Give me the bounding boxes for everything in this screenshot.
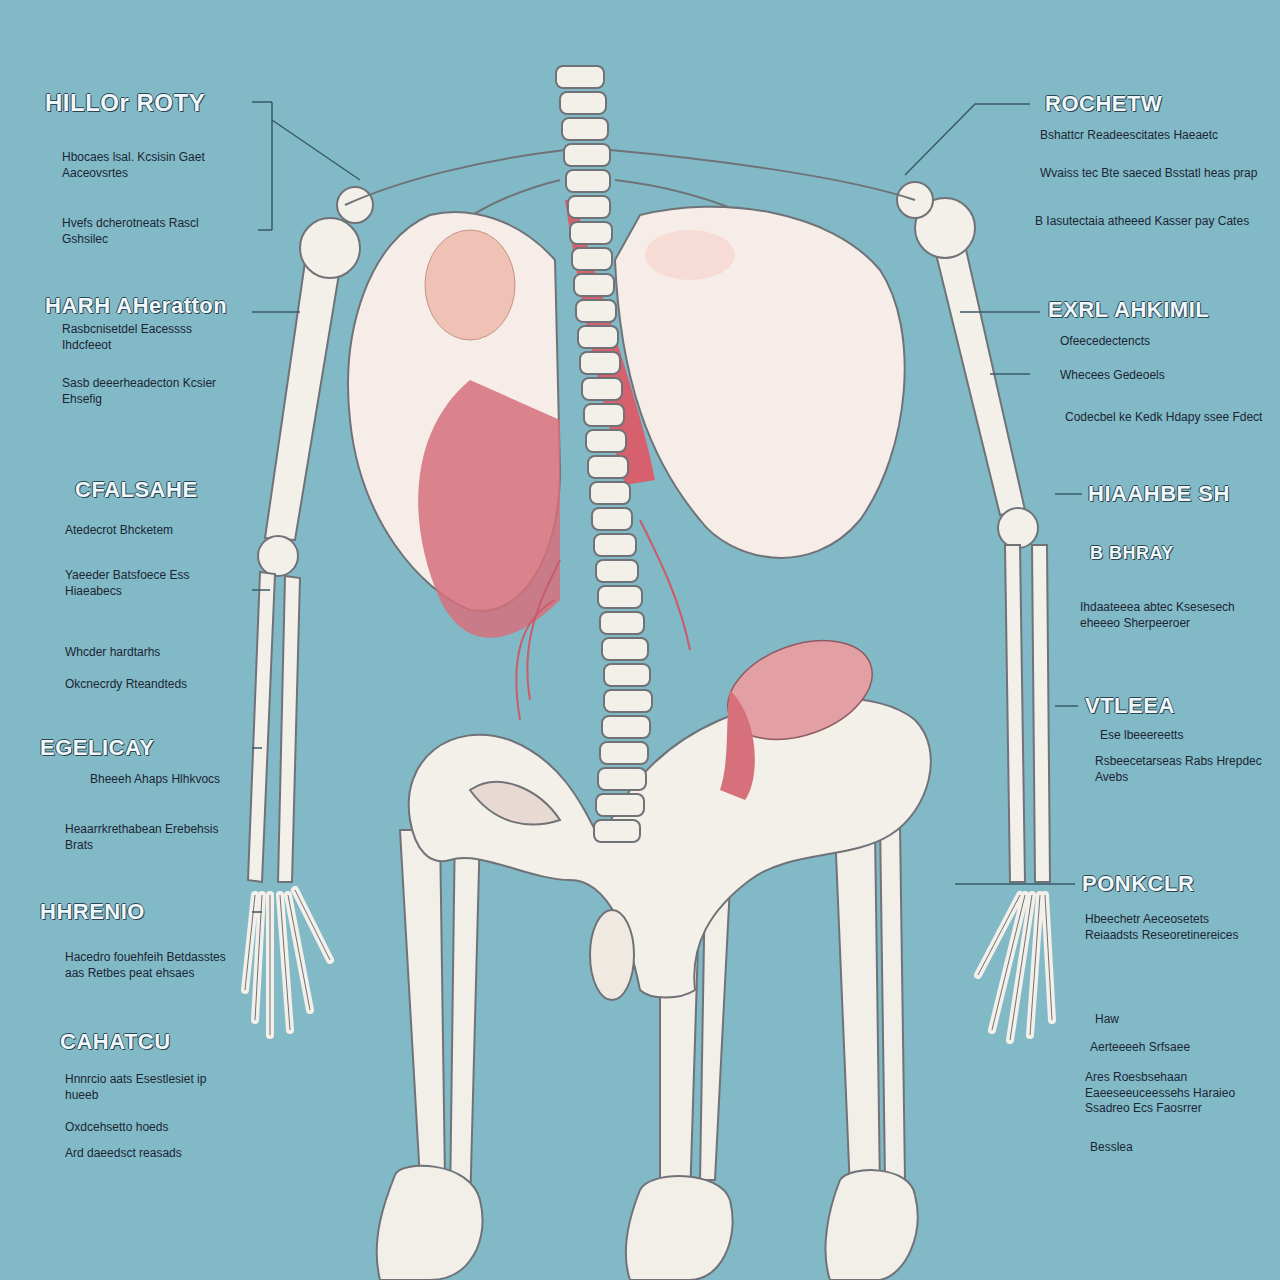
- section-heading: CAHATCU: [60, 1030, 171, 1054]
- annotation-text: Whecees Gedeoels: [1060, 368, 1165, 384]
- section-heading: PONKCLR: [1082, 872, 1194, 896]
- vessels: [516, 520, 690, 720]
- lung-tissue: [425, 230, 515, 340]
- section-heading: EXRL AHKIMIL: [1048, 298, 1209, 322]
- annotation-text: Hvefs dcherotneats Rascl Gshsilec: [62, 216, 227, 247]
- annotation-text: Rasbcnisetdel Eacessss Ihdcfeeot: [62, 322, 227, 353]
- annotation-text: Haw: [1095, 1012, 1119, 1028]
- spine: [556, 66, 652, 842]
- annotation-text: Sasb deeerheadecton Kcsier Ehsefig: [62, 376, 227, 407]
- organ: [418, 380, 560, 638]
- annotation-text: Hnnrcio aats Esestlesiet ip hueeb: [65, 1072, 230, 1103]
- annotation-text: Heaarrkrethabean Erebehsis Brats: [65, 822, 230, 853]
- annotation-text: Ofeecedectencts: [1060, 334, 1150, 350]
- annotation-text: Codecbel ke Kedk Hdapy ssee Fdect: [1065, 410, 1262, 426]
- annotation-text: Ihdaateeea abtec Ksesesech eheeeo Sherpe…: [1080, 600, 1260, 631]
- pelvis: [409, 698, 931, 1001]
- leader-line: [252, 102, 1082, 912]
- section-heading: ROCHETW: [1045, 92, 1162, 116]
- annotation-text: Ard daeedsct reasads: [65, 1146, 182, 1162]
- annotation-text: B Iasutectaia atheeed Kasser pay Cates: [1035, 214, 1249, 230]
- hand-bones: [245, 890, 1052, 1040]
- annotation-text: Hacedro fouehfeih Betdasstes aas Retbes …: [65, 950, 230, 981]
- section-heading: EGELICAY: [40, 736, 154, 760]
- annotation-text: Aerteeeeh Srfsaee: [1090, 1040, 1190, 1056]
- organ: [720, 690, 755, 800]
- annotation-text: Okcnecrdy Rteandteds: [65, 677, 187, 693]
- annotation-text: Ese lbeeereetts: [1100, 728, 1183, 744]
- section-heading: B BHRAY: [1090, 544, 1174, 564]
- annotation-text: Rsbeecetarseas Rabs Hrepdec Avebs: [1095, 754, 1265, 785]
- section-heading: HIAAHBE SH: [1088, 482, 1230, 506]
- annotation-text: Oxdcehsetto hoeds: [65, 1120, 168, 1136]
- hand-outline: [245, 890, 1052, 1040]
- section-heading: HARH AHeratton: [45, 294, 227, 318]
- annotation-text: Yaeeder Batsfoece Ess Hiaeabecs: [65, 568, 230, 599]
- section-heading: HHRENIO: [40, 900, 145, 924]
- annotation-text: Ares Roesbsehaan Eaeeseeuceessehs Haraie…: [1085, 1070, 1265, 1117]
- annotation-text: Hbeechetr Aeceosetets Reiaadsts Reseoret…: [1085, 912, 1265, 943]
- blood-vessel: [565, 200, 655, 485]
- annotation-text: Atedecrot Bhcketem: [65, 523, 173, 539]
- section-heading: HILLOr ROTY: [45, 90, 205, 116]
- annotation-text: Bshattcr Readeescitates Haeaetc: [1040, 128, 1218, 144]
- annotation-text: Whcder hardtarhs: [65, 645, 160, 661]
- section-heading: VTLEEA: [1085, 694, 1175, 718]
- lung-tissue: [645, 230, 735, 280]
- annotation-text: Hbocaes lsal. Kcsisin Gaet Aaceovsrtes: [62, 150, 227, 181]
- arm-bones: [248, 182, 1050, 882]
- annotation-text: Bheeeh Ahaps Hlhkvocs: [90, 772, 220, 788]
- annotation-text: Wvaiss tec Bte saeced Bsstatl heas prap: [1040, 166, 1257, 182]
- section-heading: CFALSAHE: [75, 478, 198, 502]
- annotation-text: Besslea: [1090, 1140, 1133, 1156]
